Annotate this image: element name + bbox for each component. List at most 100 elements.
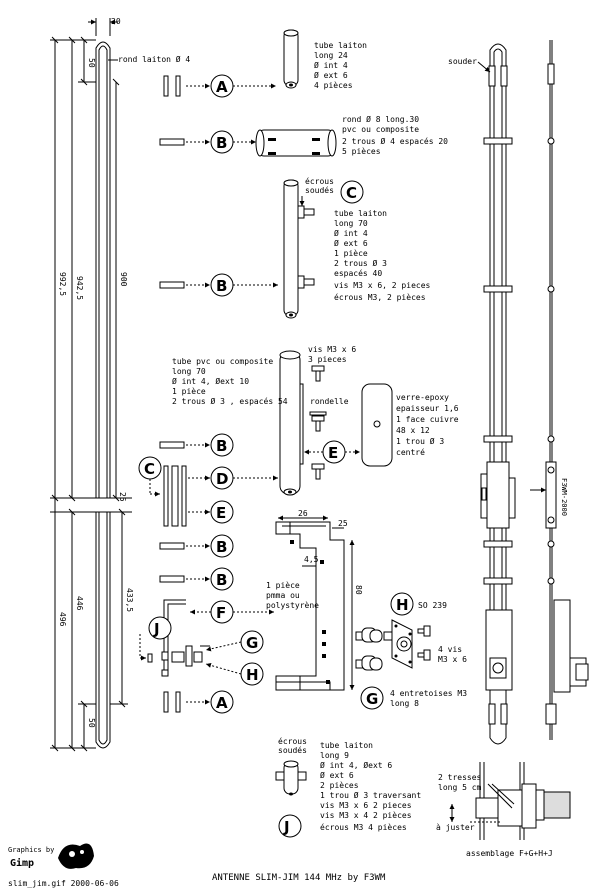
svg-text:soudés: soudés bbox=[305, 185, 334, 195]
part-B-2: B bbox=[159, 273, 278, 297]
svg-text:2 tresses: 2 tresses bbox=[438, 773, 482, 782]
footer-title: ANTENNE SLIM-JIM 144 MHz by F3WM bbox=[212, 873, 386, 883]
svg-text:centré: centré bbox=[396, 447, 425, 457]
screw-icon bbox=[417, 625, 431, 661]
svg-text:B: B bbox=[216, 437, 227, 455]
dim-20: 20 bbox=[111, 17, 121, 26]
svg-text:Ø ext 6: Ø ext 6 bbox=[334, 238, 368, 248]
svg-text:epaisseur 1,6: epaisseur 1,6 bbox=[396, 404, 459, 413]
part-J-left: J G H bbox=[139, 599, 264, 686]
svg-text:C: C bbox=[144, 460, 155, 478]
svg-text:Ø int 4, Øext 10: Ø int 4, Øext 10 bbox=[172, 376, 249, 386]
svg-text:long 9: long 9 bbox=[320, 751, 349, 760]
label-souder: souder bbox=[448, 57, 477, 66]
part-A-text: tube laiton long 24 Ø int 4 Ø ext 6 4 pi… bbox=[314, 41, 367, 90]
svg-text:tube laiton: tube laiton bbox=[334, 209, 387, 218]
part-B-top: B bbox=[159, 129, 337, 157]
svg-text:1 trou Ø 3 traversant: 1 trou Ø 3 traversant bbox=[320, 790, 421, 800]
svg-text:2 pièces: 2 pièces bbox=[320, 780, 359, 790]
label-rondelle: rondelle bbox=[310, 397, 349, 406]
svg-text:G: G bbox=[246, 634, 258, 652]
svg-text:écrous: écrous bbox=[305, 176, 334, 186]
svg-text:tube laiton: tube laiton bbox=[314, 41, 367, 50]
callout-H: H bbox=[396, 596, 409, 614]
svg-text:1 pièce: 1 pièce bbox=[266, 580, 300, 590]
svg-text:1 pièce: 1 pièce bbox=[334, 248, 368, 258]
part-E: E bbox=[304, 383, 393, 467]
svg-text:D: D bbox=[216, 470, 228, 488]
svg-text:2 trous Ø 3 , espacés 54: 2 trous Ø 3 , espacés 54 bbox=[172, 396, 288, 406]
svg-text:long 70: long 70 bbox=[172, 367, 206, 376]
assembled-antenna-side: F3WM-2000 bbox=[530, 40, 589, 740]
svg-text:rond Ø 8 long.30: rond Ø 8 long.30 bbox=[342, 114, 419, 124]
assembly-detail: 2 tresses long 5 cm à juster assemblage … bbox=[436, 762, 571, 858]
svg-text:Ø ext 6: Ø ext 6 bbox=[320, 770, 354, 780]
svg-text:tube pvc ou composite: tube pvc ou composite bbox=[172, 357, 273, 366]
callout-A-bottom: A bbox=[216, 694, 228, 712]
svg-text:pvc ou composite: pvc ou composite bbox=[342, 125, 419, 134]
callout-G: G bbox=[366, 690, 378, 708]
svg-text:Ø ext 6: Ø ext 6 bbox=[314, 70, 348, 80]
part-F: 26 25 4,5 80 F bbox=[190, 509, 363, 691]
svg-text:tube laiton: tube laiton bbox=[320, 741, 373, 750]
svg-text:long 8: long 8 bbox=[390, 699, 419, 708]
dim-top-width: 20 bbox=[88, 17, 121, 36]
svg-text:écrous M3 4 pièces: écrous M3 4 pièces bbox=[320, 822, 407, 832]
svg-text:vis M3 x 6: vis M3 x 6 bbox=[308, 345, 356, 354]
screw-icon bbox=[311, 365, 325, 382]
svg-text:4,5: 4,5 bbox=[304, 555, 319, 564]
svg-text:4 entretoises M3: 4 entretoises M3 bbox=[390, 689, 467, 698]
svg-text:B: B bbox=[216, 134, 227, 152]
part-C-D-E-assembly: C D E bbox=[138, 456, 278, 527]
label-f3wm-side: F3WM-2000 bbox=[560, 478, 568, 516]
svg-text:vis M3 x 4 2 pièces: vis M3 x 4 2 pièces bbox=[320, 810, 412, 820]
part-J-text: tube laiton long 9 Ø int 4, Øext 6 Ø ext… bbox=[320, 741, 421, 832]
part-G: G 4 entretoises M3 long 8 bbox=[355, 627, 467, 710]
dim-446: 446 bbox=[75, 596, 84, 611]
svg-text:B: B bbox=[216, 571, 227, 589]
callout-A-top: A bbox=[216, 78, 228, 96]
svg-text:long 24: long 24 bbox=[314, 51, 348, 60]
part-E-text: verre-epoxy epaisseur 1,6 1 face cuivre … bbox=[396, 393, 459, 457]
svg-text:pmma ou: pmma ou bbox=[266, 591, 300, 600]
svg-text:soudés: soudés bbox=[278, 745, 307, 755]
part-F-text: 1 pièce pmma ou polystyrène bbox=[266, 580, 319, 610]
part-C-text: tube laiton long 70 Ø int 4 Ø ext 6 1 pi… bbox=[334, 209, 431, 302]
part-C: C écrous soudés bbox=[283, 176, 364, 319]
dim-9425: 942,5 bbox=[75, 276, 84, 300]
dim-50-top: 50 bbox=[87, 58, 96, 68]
svg-text:Graphics by: Graphics by bbox=[8, 846, 54, 854]
svg-text:2 trous Ø 4 espacés 20: 2 trous Ø 4 espacés 20 bbox=[342, 136, 448, 146]
antenna-element-left bbox=[95, 41, 111, 749]
callout-J: J bbox=[153, 620, 160, 638]
svg-text:vis M3 x 6, 2 pieces: vis M3 x 6, 2 pieces bbox=[334, 281, 431, 290]
screw-icon bbox=[309, 411, 327, 432]
svg-text:4 vis: 4 vis bbox=[438, 645, 462, 654]
svg-text:E: E bbox=[216, 504, 226, 522]
svg-text:Gimp: Gimp bbox=[10, 857, 34, 869]
dim-4335: 433,5 bbox=[125, 588, 134, 612]
svg-text:4 pièces: 4 pièces bbox=[314, 80, 353, 90]
svg-text:1 trou Ø 3: 1 trou Ø 3 bbox=[396, 436, 444, 446]
svg-text:B: B bbox=[216, 538, 227, 556]
dim-50-bot: 50 bbox=[87, 718, 96, 728]
callout-F: F bbox=[216, 604, 226, 622]
svg-text:1 pièce: 1 pièce bbox=[172, 386, 206, 396]
svg-text:Ø int 4: Ø int 4 bbox=[314, 60, 348, 70]
svg-text:SO 239: SO 239 bbox=[418, 601, 447, 610]
part-D-text: tube pvc ou composite long 70 Ø int 4, Ø… bbox=[172, 357, 288, 406]
svg-text:verre-epoxy: verre-epoxy bbox=[396, 393, 449, 402]
part-A-top: A bbox=[163, 29, 299, 98]
svg-text:1 face cuivre: 1 face cuivre bbox=[396, 415, 459, 424]
svg-text:3 pieces: 3 pieces bbox=[308, 355, 347, 364]
svg-text:polystyrène: polystyrène bbox=[266, 600, 319, 610]
part-B-4: B bbox=[159, 534, 234, 558]
part-B-text: rond Ø 8 long.30 pvc ou composite 2 trou… bbox=[342, 114, 448, 156]
screw-icon bbox=[311, 463, 325, 480]
part-J-detail: écrous soudés J bbox=[275, 736, 307, 838]
svg-text:long 70: long 70 bbox=[334, 219, 368, 228]
svg-text:25: 25 bbox=[338, 519, 348, 528]
svg-text:écrous M3, 2 pièces: écrous M3, 2 pièces bbox=[334, 292, 426, 302]
svg-text:H: H bbox=[246, 666, 259, 684]
